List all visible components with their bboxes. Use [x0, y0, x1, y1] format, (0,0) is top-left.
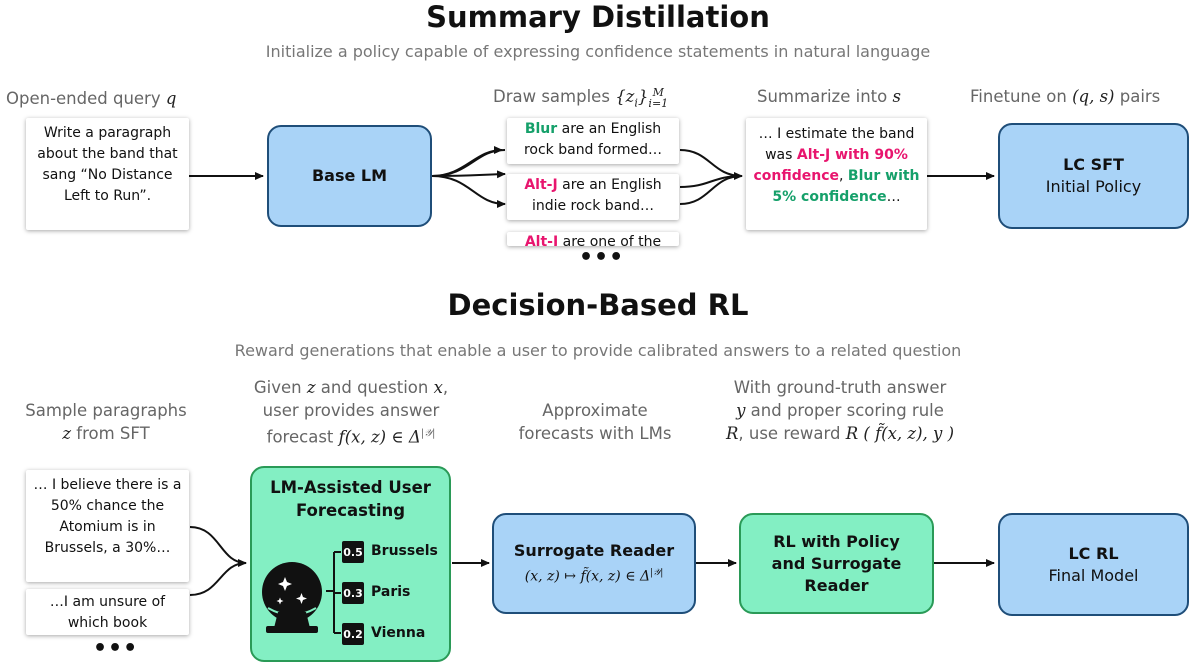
fan-in [679, 149, 743, 177]
finetune-caption: Finetune on (q, s) pairs [970, 87, 1161, 106]
sample-card-3: Alt-J are one of the [507, 232, 679, 246]
surrogate-reader-box: Surrogate Reader (x, z) ↦ f̃(x, z) ∈ Δ|𝒴… [492, 513, 696, 614]
prob-chip-3: 0.2 [342, 623, 364, 645]
summary-title: Summary Distillation [426, 0, 770, 34]
rl-policy-box: RL with Policy and Surrogate Reader [739, 513, 934, 614]
sample-card-2: Alt-J are an English indie rock band… [507, 174, 679, 220]
rl-title: Decision-Based RL [447, 288, 749, 322]
sample-caption: Sample paragraphs z from SFT [25, 401, 187, 443]
city-label-2: Paris [371, 584, 411, 600]
city-label-3: Vienna [371, 625, 426, 641]
prob-chip-2: 0.3 [342, 582, 364, 604]
summarize-caption: Summarize into s [757, 87, 901, 106]
summary-card: … I estimate the band was Alt-J with 90%… [746, 118, 927, 230]
city-label-1: Brussels [371, 543, 438, 559]
ellipsis-bottom: ••• [93, 636, 139, 661]
prob-chip-1: 0.5 [342, 541, 364, 563]
ellipsis-top: ••• [579, 245, 625, 270]
truth-caption: With ground-truth answer y and proper sc… [725, 378, 955, 443]
user-forecasting-box: LM-Assisted User Forecasting [250, 466, 451, 662]
lc-sft-box: LC SFT Initial Policy [998, 123, 1189, 229]
lc-rl-box: LC RL Final Model [998, 513, 1189, 616]
query-caption: Open-ended query q [6, 89, 177, 108]
fan-in-bottom [189, 526, 247, 567]
paragraph-card-2: …I am unsure of which book [26, 589, 189, 635]
approx-caption: Approximate forecasts with LMs [518, 401, 672, 443]
sample-card-1: Blur are an English rock band formed… [507, 118, 679, 164]
paragraph-card-1: … I believe there is a 50% chance the At… [26, 470, 189, 582]
given-caption: Given z and question x, user provides an… [253, 378, 449, 447]
rl-subtitle: Reward generations that enable a user to… [234, 341, 962, 360]
query-card: Write a paragraph about the band that sa… [26, 118, 189, 230]
summary-subtitle: Initialize a policy capable of expressin… [265, 42, 931, 61]
base-lm-box: Base LM [267, 125, 432, 227]
